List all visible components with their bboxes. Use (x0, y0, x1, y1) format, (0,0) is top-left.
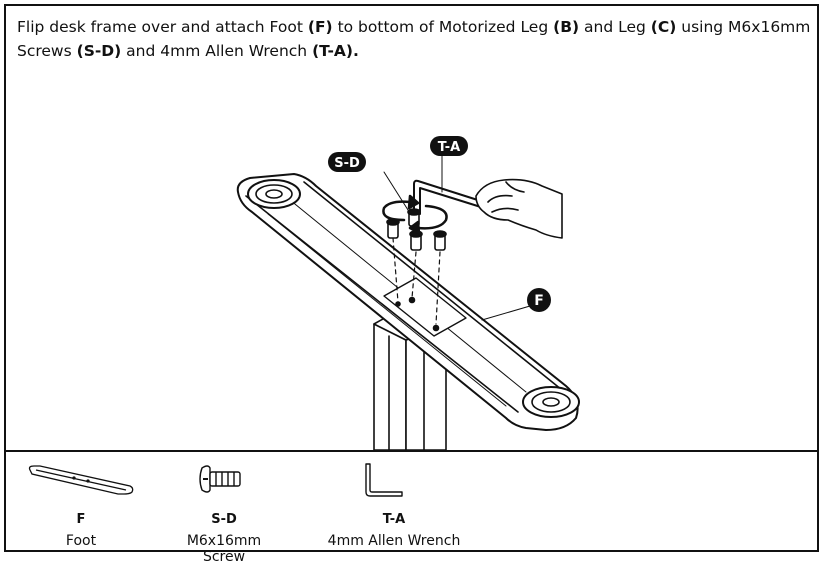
foot-bar (236, 173, 580, 431)
parts-legend: F Foot S-D M6x16mm Screw (6, 452, 817, 565)
instruction-part: Flip desk frame over and attach Foot (17, 18, 308, 36)
part-foot-desc: Foot (65, 533, 97, 549)
allen-wrench-icon (365, 463, 403, 497)
callout-wrench-label: T-A (438, 140, 460, 155)
parts-divider (6, 450, 817, 452)
callout-screw-label: S-D (334, 156, 360, 171)
ref-screws: (S-D) (76, 42, 122, 60)
part-wrench-code: T-A (382, 512, 406, 527)
instruction-text: Flip desk frame over and attach Foot (F)… (17, 15, 817, 63)
part-screw-desc: M6x16mm Screw (186, 533, 262, 565)
part-foot-code: F (76, 512, 86, 527)
ref-motorized-leg: (B) (553, 18, 580, 36)
ref-leg: (C) (650, 18, 677, 36)
callout-wrench: T-A (430, 136, 468, 156)
instruction-panel: Flip desk frame over and attach Foot (F)… (4, 4, 819, 565)
callout-foot-label: F (534, 293, 544, 309)
allen-wrench (413, 179, 485, 215)
screw-icon (199, 465, 241, 493)
instruction-part: using M6x16mm Screws (17, 18, 811, 60)
part-foot: F Foot (26, 458, 136, 549)
callout-screw: S-D (328, 152, 366, 172)
ref-foot: (F) (307, 18, 333, 36)
ref-allen-wrench: (T-A). (312, 42, 359, 60)
instruction-part: and Leg (579, 18, 651, 36)
callout-foot: F (527, 288, 551, 312)
screw-guides (392, 237, 441, 325)
part-screw-code: S-D (211, 512, 237, 527)
instruction-part: and 4mm Allen Wrench (121, 42, 313, 60)
part-wrench-desc: 4mm Allen Wrench (327, 533, 461, 549)
part-screw: S-D M6x16mm Screw (164, 458, 284, 565)
part-allen-wrench: T-A 4mm Allen Wrench (324, 458, 464, 549)
assembly-illustration: S-D T-A F (236, 136, 580, 450)
foot-bar-icon (28, 465, 134, 495)
instruction-part: to bottom of Motorized Leg (332, 18, 554, 36)
hand (475, 178, 563, 239)
